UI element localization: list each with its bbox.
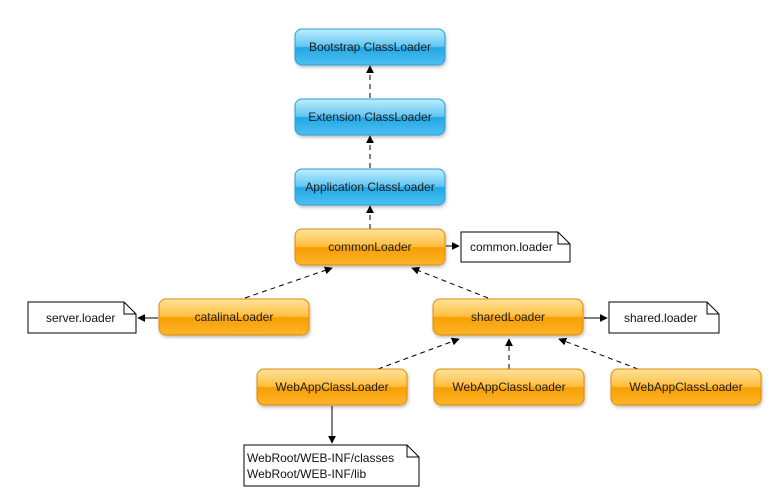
edge-webapp3-to-shared bbox=[558, 337, 639, 370]
node-shared-loader[interactable]: sharedLoader bbox=[432, 298, 584, 336]
node-label: Extension ClassLoader bbox=[308, 110, 431, 124]
edge-shared-to-common bbox=[411, 266, 489, 299]
edge-webapp1-to-shared bbox=[377, 337, 460, 370]
note-label: common.loader bbox=[470, 240, 553, 254]
node-label: Application ClassLoader bbox=[305, 180, 434, 194]
note-common-loader: common.loader bbox=[460, 231, 571, 263]
note-server-loader: server.loader bbox=[27, 301, 137, 334]
node-extension-classloader[interactable]: Extension ClassLoader bbox=[294, 98, 446, 136]
node-webapp-classloader-1[interactable]: WebAppClassLoader bbox=[256, 368, 408, 406]
node-label: commonLoader bbox=[328, 240, 411, 254]
node-label: catalinaLoader bbox=[195, 310, 274, 324]
node-common-loader[interactable]: commonLoader bbox=[294, 228, 446, 266]
note-label-lib: WebRoot/WEB-INF/lib bbox=[247, 467, 366, 481]
node-label: WebAppClassLoader bbox=[452, 380, 565, 394]
node-label: sharedLoader bbox=[471, 310, 545, 324]
note-label: shared.loader bbox=[624, 311, 697, 325]
note-webroot-paths: WebRoot/WEB-INF/classes WebRoot/WEB-INF/… bbox=[243, 444, 420, 487]
node-label: Bootstrap ClassLoader bbox=[309, 40, 431, 54]
note-shared-loader: shared.loader bbox=[608, 301, 720, 334]
node-webapp-classloader-3[interactable]: WebAppClassLoader bbox=[610, 368, 762, 406]
node-label: WebAppClassLoader bbox=[629, 380, 742, 394]
node-catalina-loader[interactable]: catalinaLoader bbox=[158, 298, 310, 336]
node-application-classloader[interactable]: Application ClassLoader bbox=[294, 168, 446, 206]
node-webapp-classloader-2[interactable]: WebAppClassLoader bbox=[433, 368, 585, 406]
node-label: WebAppClassLoader bbox=[275, 380, 388, 394]
connectors bbox=[137, 65, 639, 444]
edge-catalina-to-common bbox=[244, 266, 333, 299]
note-label-classes: WebRoot/WEB-INF/classes bbox=[247, 451, 394, 465]
node-bootstrap-classloader[interactable]: Bootstrap ClassLoader bbox=[294, 28, 446, 66]
note-label: server.loader bbox=[46, 311, 115, 325]
